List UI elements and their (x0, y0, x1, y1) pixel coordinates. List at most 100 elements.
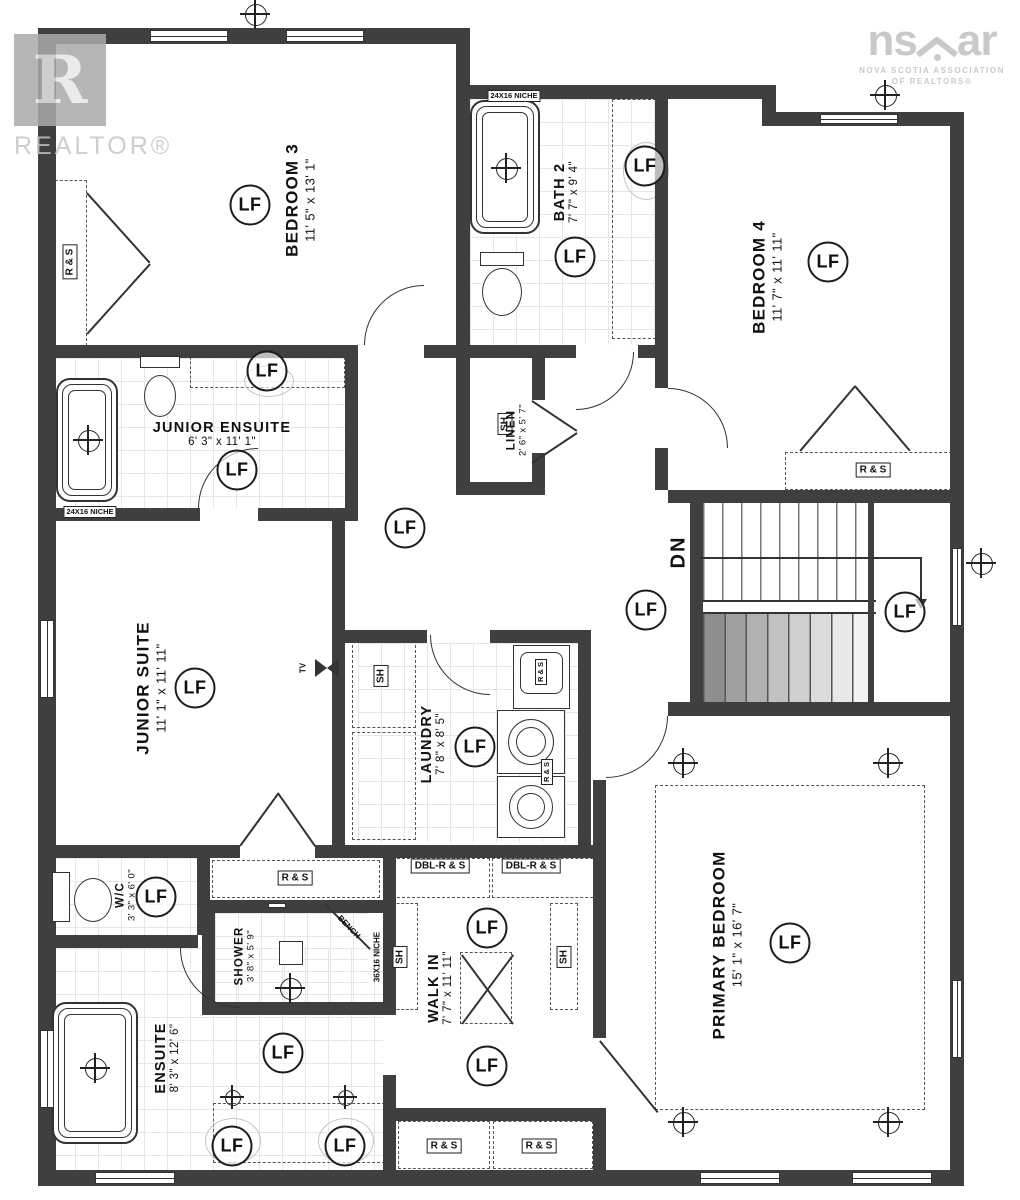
wall-segment (210, 900, 394, 913)
room-dims: 3' 8" x 5' 9" (245, 929, 257, 983)
closet-bottom-right (493, 1121, 593, 1169)
room-name: LAUNDRY (419, 704, 435, 784)
toilet-bowl (482, 268, 522, 316)
realtor-logo-icon: R (14, 34, 106, 126)
door-leaf (599, 1040, 659, 1113)
shelf-label: SH (556, 946, 572, 968)
wall-segment (38, 1170, 964, 1186)
appliance-door (509, 785, 553, 829)
shelf-label: SH (373, 665, 389, 687)
room-label-laundry: LAUNDRY 7' 8" x 8' 5" (419, 705, 447, 784)
room-name: PRIMARY BEDROOM (709, 850, 729, 1040)
door-swing-arc (576, 352, 634, 410)
room-label-junior-suite: JUNIOR SUITE 11' 1" x 11' 11" (134, 621, 169, 754)
light-fixture-marker: LF (884, 591, 926, 633)
wall-segment (655, 448, 668, 490)
niche-24-label: 24X16 NICHE (63, 506, 117, 518)
wall-segment (950, 112, 964, 1186)
light-fixture-marker: LF (769, 922, 811, 964)
wall-segment (332, 845, 606, 858)
wall-segment (456, 98, 470, 358)
nsar-logo-left: ns (867, 16, 918, 65)
rod-shelf-label: R & S (541, 758, 553, 786)
niche-24-label: 24X16 NICHE (487, 90, 541, 102)
door-leaf (854, 385, 911, 452)
wall-segment (38, 28, 56, 1186)
wall-segment (456, 482, 545, 495)
rod-shelf-label: R & S (855, 462, 891, 478)
light-fixture-marker: LF (216, 449, 258, 491)
room-dims: 11' 1" x 11' 11" (153, 643, 169, 733)
nsar-subtitle-line1: NOVA SCOTIA ASSOCIATION (859, 66, 1005, 75)
toilet-bowl (74, 878, 112, 922)
stairs-down-arrow (700, 557, 922, 559)
window (700, 1172, 781, 1184)
wall-segment (593, 858, 606, 1038)
light-fixture-marker: LF (135, 876, 177, 918)
light-fixture-marker: LF (384, 507, 426, 549)
shower-drain-box (279, 941, 303, 965)
wall-segment (383, 845, 396, 1015)
wall-segment (38, 845, 240, 858)
window (820, 114, 899, 124)
counter-laundry (352, 732, 416, 840)
light-fixture-marker: LF (466, 907, 508, 949)
wall-segment (345, 345, 358, 521)
window (95, 1172, 176, 1184)
stairs-lower-flight (703, 612, 873, 712)
room-label-primary-bedroom: PRIMARY BEDROOM 15' 1" x 16' 7" (710, 851, 745, 1040)
shower-head (268, 903, 286, 908)
door-leaf (531, 400, 578, 432)
wall-segment (258, 508, 358, 521)
room-dims: 15' 1" x 16' 7" (729, 902, 745, 988)
room-name: BEDROOM 3 (282, 143, 302, 257)
door-leaf (86, 192, 151, 264)
light-fixture-marker: LF (211, 1125, 253, 1167)
window (40, 620, 54, 699)
light-fixture-marker: LF (625, 589, 667, 631)
window (952, 548, 962, 627)
room-name: JUNIOR ENSUITE (152, 420, 292, 436)
house-roof-icon (915, 34, 958, 64)
realtor-logo-letter: R (32, 41, 88, 119)
room-dims: 8' 3" x 12' 6" (169, 1023, 181, 1093)
tv-label: TV (298, 662, 308, 674)
realtor-watermark: R REALTOR® (14, 34, 172, 161)
door-swing-arc (606, 716, 668, 778)
wall-segment (668, 702, 964, 716)
wall-segment (315, 845, 332, 858)
wall-segment (345, 630, 427, 643)
light-fixture-marker: LF (262, 1032, 304, 1074)
room-name: BEDROOM 4 (749, 220, 769, 334)
room-label-shower: SHOWER 3' 8" x 5' 9" (234, 927, 257, 986)
appliance-door (516, 727, 546, 757)
room-name: JUNIOR SUITE (133, 621, 153, 755)
window (852, 1172, 933, 1184)
down-label: DN (667, 535, 690, 569)
room-label-junior-ensuite: JUNIOR ENSUITE 6' 3" x 11' 1" (153, 420, 291, 448)
wall-segment (456, 358, 470, 495)
wall-segment (690, 503, 703, 715)
room-label-wc: W/C 3' 3" x 6' 0" (115, 869, 138, 921)
room-dims: 7' 7" x 9' 4" (568, 161, 580, 223)
toilet-tank (140, 356, 180, 368)
toilet-tank (52, 872, 70, 922)
room-dims: 11' 7" x 11' 11" (769, 232, 785, 322)
rod-shelf-label: R & S (521, 1138, 557, 1154)
wall-segment (578, 630, 591, 845)
wall-segment (332, 521, 345, 858)
window (150, 30, 229, 42)
dbl-rod-shelf-label: DBL-R & S (501, 858, 561, 874)
light-fixture-marker: LF (807, 241, 849, 283)
tray-ceiling-primary (655, 785, 925, 1110)
window (952, 980, 962, 1059)
shelf-walkin-right (550, 903, 578, 1010)
light-fixture-marker: LF (324, 1125, 366, 1167)
wall-segment (202, 1002, 394, 1015)
shelf-label: SH (392, 946, 408, 968)
stairs-down-arrow (920, 557, 922, 599)
appliance-door (517, 793, 545, 821)
door-leaf (86, 263, 151, 335)
room-dims: 2' 6" x 5' 7" (517, 403, 529, 457)
light-fixture-marker: LF (554, 236, 596, 278)
